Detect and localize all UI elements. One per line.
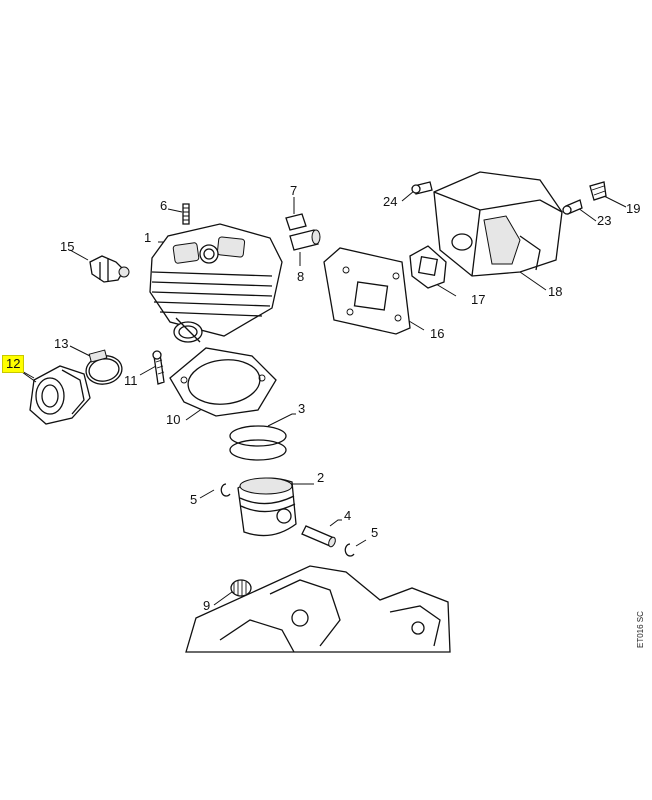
- crankcase-drawing: [185, 565, 451, 653]
- cylinder-gasket-drawing: [169, 347, 277, 417]
- part-label-4: 4: [344, 508, 352, 523]
- part-label-11: 11: [124, 373, 138, 388]
- piston-drawing: [237, 477, 297, 537]
- cylinder-screw-drawing: [152, 350, 165, 385]
- part-label-12-highlighted[interactable]: 12: [2, 355, 25, 373]
- leader-lines: [19, 190, 627, 606]
- part-label-13: 13: [54, 336, 69, 351]
- part-label-3: 3: [298, 401, 306, 416]
- part-label-17: 17: [471, 292, 486, 307]
- part-label-19: 19: [626, 201, 641, 216]
- part-label-23: 23: [597, 213, 612, 228]
- spark-plug-drawing: [89, 255, 130, 283]
- decompression-valve-drawing: [285, 213, 321, 251]
- exhaust-gasket-drawing: [409, 245, 447, 289]
- diagram-source-code: ET016 SC: [636, 611, 645, 648]
- hose-clamp-drawing: [85, 349, 123, 385]
- part-label-18: 18: [548, 284, 563, 299]
- part-label-10: 10: [166, 412, 181, 427]
- part-label-8: 8: [297, 269, 305, 284]
- muffler-drawing: [433, 171, 563, 277]
- stud-drawing: [182, 203, 190, 225]
- part-label-6: 6: [160, 198, 168, 213]
- part-label-16: 16: [430, 326, 445, 341]
- needle-cage-drawing: [230, 579, 252, 597]
- part-label-24: 24: [383, 194, 398, 209]
- highlight-leader: [21, 371, 37, 383]
- cylinder-drawing: [149, 223, 283, 343]
- muffler-gasket-drawing: [323, 247, 411, 335]
- part-label-5-right: 5: [371, 525, 379, 540]
- piston-pin-drawing: [301, 525, 336, 548]
- part-label-15: 15: [60, 239, 75, 254]
- part-label-1: 1: [144, 230, 152, 245]
- part-label-7: 7: [290, 183, 298, 198]
- circlips-drawing: [220, 483, 355, 557]
- piston-rings-drawing: [229, 425, 287, 461]
- part-label-5-left: 5: [190, 492, 198, 507]
- muffler-hardware-drawing: [411, 181, 607, 215]
- intake-manifold-drawing: [29, 365, 91, 425]
- part-label-2: 2: [317, 470, 325, 485]
- part-label-9: 9: [203, 598, 211, 613]
